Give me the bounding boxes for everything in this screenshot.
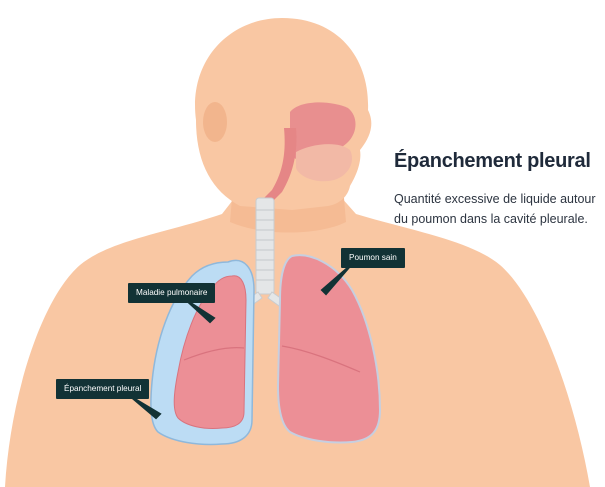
- ear: [203, 102, 227, 142]
- label-disease-lung: Maladie pulmonaire: [128, 283, 215, 303]
- diagram-title: Épanchement pleural: [394, 150, 591, 173]
- label-healthy-lung: Poumon sain: [341, 248, 405, 268]
- label-pleural-effusion: Épanchement pleural: [56, 379, 149, 399]
- diagram-description: Quantité excessive de liquide autour du …: [394, 189, 602, 229]
